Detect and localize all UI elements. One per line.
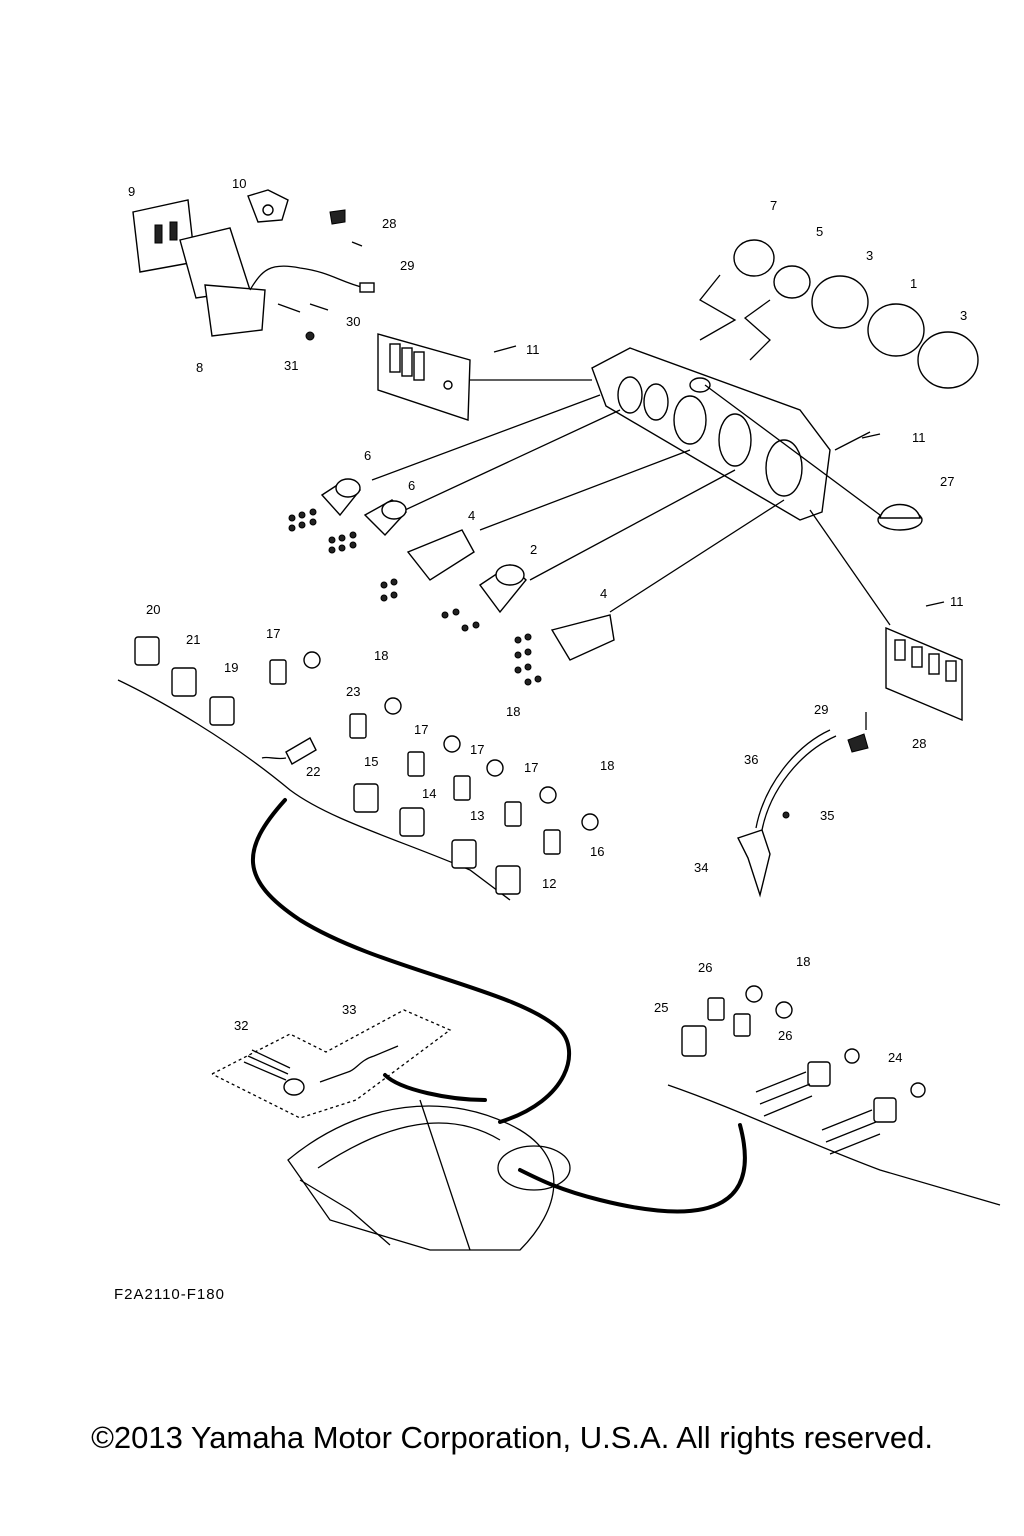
gauges [699, 239, 979, 389]
callout-8: 8 [196, 360, 203, 375]
callout-29-right: 29 [814, 702, 828, 717]
copyright-notice: ©2013 Yamaha Motor Corporation, U.S.A. A… [91, 1420, 933, 1455]
switch-panel-plate-right [861, 433, 963, 722]
callout-22: 22 [306, 764, 320, 779]
callout-3-b: 3 [960, 308, 967, 323]
callout-16: 16 [590, 844, 604, 859]
callout-3-a: 3 [866, 248, 873, 263]
gauge-brackets [288, 478, 615, 686]
callout-27: 27 [940, 474, 954, 489]
callout-30: 30 [346, 314, 360, 329]
parts-kit [211, 1009, 452, 1119]
callout-33: 33 [342, 1002, 356, 1017]
callout-6-a: 6 [364, 448, 371, 463]
diagram-code: F2A2110-F180 [114, 1286, 225, 1303]
callout-17-b: 17 [414, 722, 428, 737]
callout-31: 31 [284, 358, 298, 373]
callout-17-c: 17 [470, 742, 484, 757]
callout-11-right: 11 [950, 594, 964, 609]
nuts-washers [288, 508, 542, 686]
callout-24: 24 [888, 1050, 902, 1065]
remote-box-assembly [132, 189, 375, 341]
callout-28-top: 28 [382, 216, 396, 231]
callout-26-b: 26 [778, 1028, 792, 1043]
callout-20: 20 [146, 602, 160, 617]
callout-26-a: 26 [698, 960, 712, 975]
callout-18-b: 18 [506, 704, 520, 719]
callout-18-a: 18 [374, 648, 388, 663]
callout-4-a: 4 [468, 508, 475, 523]
callout-6-b: 6 [408, 478, 415, 493]
callout-28-right: 28 [912, 736, 926, 751]
callout-11-mid: 11 [912, 430, 926, 445]
callout-21: 21 [186, 632, 200, 647]
callout-18-c: 18 [600, 758, 614, 773]
callout-17-a: 17 [266, 626, 280, 641]
callout-32: 32 [234, 1018, 248, 1033]
main-wire-harness [251, 798, 572, 1124]
switch-panel-plate-top [377, 333, 517, 421]
callout-12: 12 [542, 876, 556, 891]
callout-17-d: 17 [524, 760, 538, 775]
callout-35: 35 [820, 808, 834, 823]
switch-group-left [117, 636, 599, 901]
callout-7: 7 [770, 198, 777, 213]
callout-9: 9 [128, 184, 135, 199]
callout-18-d: 18 [796, 954, 810, 969]
callout-1: 1 [910, 276, 917, 291]
callout-11-top: 11 [526, 342, 540, 357]
dome-cap [877, 503, 923, 531]
short-wire [383, 1073, 487, 1102]
callout-15: 15 [364, 754, 378, 769]
callout-34: 34 [694, 860, 708, 875]
callout-29-top: 29 [400, 258, 414, 273]
lever-assembly [737, 712, 869, 898]
callout-25: 25 [654, 1000, 668, 1015]
callout-labels: 9 10 28 29 30 8 31 11 7 5 3 1 3 11 27 6 … [128, 176, 967, 1065]
callout-23: 23 [346, 684, 360, 699]
switch-group-right [667, 985, 1001, 1206]
callout-13: 13 [470, 808, 484, 823]
secondary-wire [518, 1123, 747, 1214]
gauge-housing [591, 347, 831, 521]
callout-19: 19 [224, 660, 238, 675]
callout-2: 2 [530, 542, 537, 557]
callout-5: 5 [816, 224, 823, 239]
boat-console [287, 1099, 571, 1251]
callout-14: 14 [422, 786, 436, 801]
callout-36: 36 [744, 752, 758, 767]
callout-4-b: 4 [600, 586, 607, 601]
callout-10: 10 [232, 176, 246, 191]
leader-lines [371, 379, 891, 626]
